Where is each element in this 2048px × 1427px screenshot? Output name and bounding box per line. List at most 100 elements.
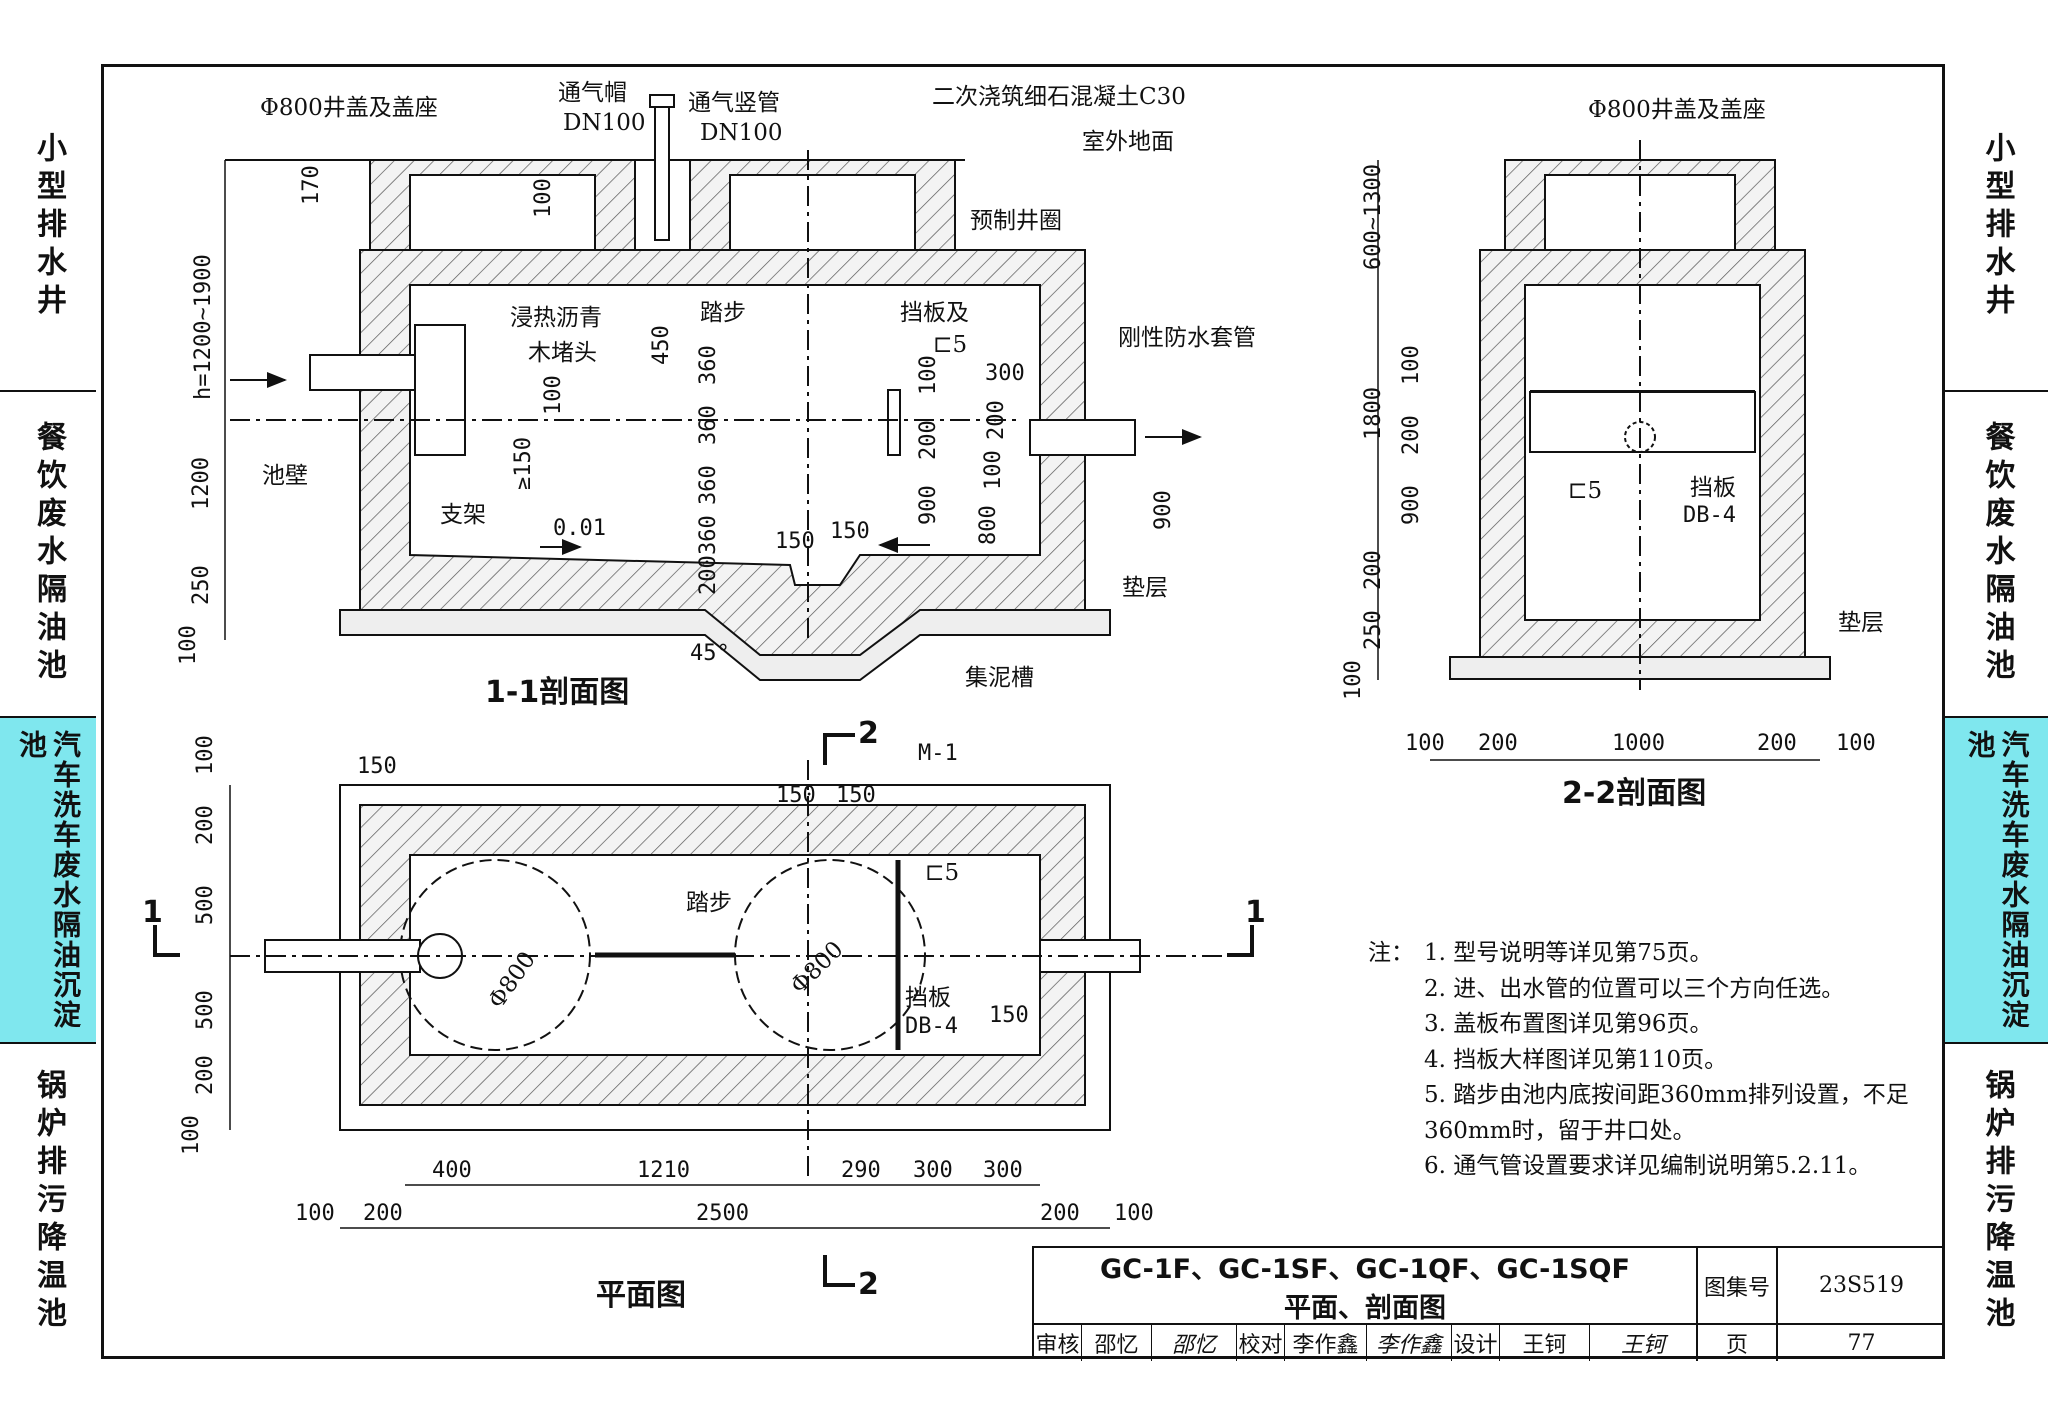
label-wall: 池壁 xyxy=(262,463,308,489)
section-2-2-labels: Φ800井盖及盖座 600~1300 1800 100 200 900 200 … xyxy=(1341,97,1884,811)
label-support: 支架 xyxy=(440,502,486,528)
checker-signature: 李作鑫 xyxy=(1367,1325,1452,1361)
sidebar-item-drain-well[interactable]: 小型排水井 xyxy=(1945,64,2048,390)
dim-label: 300 xyxy=(913,1158,953,1183)
sidebar-item-carwash[interactable]: 汽车洗车废水隔油沉淀池 xyxy=(1945,716,2048,1042)
dim-label: 150 xyxy=(775,529,815,554)
title-section-1-1: 1-1剖面图 xyxy=(485,675,629,710)
dim-label: 1000 xyxy=(1612,731,1665,756)
dimension-lines xyxy=(224,160,1820,1229)
atlas-label: 图集号 xyxy=(1698,1248,1778,1325)
dim-label: 900 xyxy=(1151,490,1176,530)
dim-label: 360 xyxy=(696,515,721,555)
cut-mark-1-left xyxy=(153,925,180,957)
notes-heading: 注： xyxy=(1368,940,1414,966)
label-sump: 集泥槽 xyxy=(965,665,1034,691)
cut-mark-2-bottom xyxy=(823,1255,855,1287)
dim-label: 100 xyxy=(295,1201,335,1226)
section-1-1 xyxy=(225,94,1136,681)
dim-label: 150 xyxy=(989,1003,1029,1028)
dim-label: 450 xyxy=(649,325,674,365)
dim-label: 100 xyxy=(176,625,201,665)
label-cover: Φ800井盖及盖座 xyxy=(260,95,438,121)
dim-label: 200 xyxy=(916,420,941,460)
dim-label: 400 xyxy=(432,1158,472,1183)
page-label: 页 xyxy=(1698,1325,1778,1361)
label-concrete: 二次浇筑细石混凝土C30 xyxy=(932,84,1186,110)
dim-label: 150 xyxy=(357,754,397,779)
dim-label: 360 xyxy=(696,465,721,505)
label-cushion: 垫层 xyxy=(1122,575,1168,601)
label-vent-cap: 通气帽 xyxy=(558,80,627,106)
dim-label: 200 xyxy=(696,555,721,595)
sidebar-label: 餐饮废水隔油池 xyxy=(31,421,66,687)
label-baffle-code-plan: DB-4 xyxy=(905,1014,958,1039)
dim-label: 100 xyxy=(1341,660,1366,700)
tank-cavity xyxy=(409,284,1041,586)
dim-label: 100 xyxy=(916,355,941,395)
dim-label: 150 xyxy=(776,783,816,808)
label-range-22: 600~1300 xyxy=(1361,164,1386,270)
page-number: 77 xyxy=(1847,1330,1876,1356)
dim-label: 170 xyxy=(299,165,324,205)
label-cover-22: Φ800井盖及盖座 xyxy=(1588,97,1766,123)
section-2-2 xyxy=(1449,140,1831,690)
note-item: 6. 通气管设置要求详见编制说明第5.2.11。 xyxy=(1424,1153,1872,1179)
label-bitumen: 浸热沥青 xyxy=(510,305,602,331)
dim-label: 100 xyxy=(981,450,1006,490)
sidebar-item-restaurant-oil[interactable]: 餐饮废水隔油池 xyxy=(0,390,96,716)
baffle xyxy=(887,389,901,456)
cut-mark-1-right xyxy=(1227,925,1254,957)
label-baffle-c5: ⊏5 xyxy=(933,332,967,358)
label-vent-pipe: 通气竖管 xyxy=(688,90,780,116)
sidebar-item-restaurant-oil[interactable]: 餐饮废水隔油池 xyxy=(1945,390,2048,716)
label-c5-22: ⊏5 xyxy=(1568,478,1602,504)
title-block: GC-1F、GC-1SF、GC-1QF、GC-1SQF 平面、剖面图 图集号 2… xyxy=(1032,1246,1945,1361)
note-item: 2. 进、出水管的位置可以三个方向任选。 xyxy=(1424,975,1845,1002)
reviewer: 邵忆 xyxy=(1082,1325,1152,1361)
note-item: 1. 型号说明等详见第75页。 xyxy=(1424,940,1713,966)
dim-label: 200 xyxy=(1361,550,1386,590)
sidebar-label: 锅炉排污降温池 xyxy=(1979,1068,2015,1335)
dim-label: 200 xyxy=(1757,731,1797,756)
design-label: 设计 xyxy=(1452,1325,1500,1361)
dim-label: 100 xyxy=(1405,731,1445,756)
label-ge150: ≥150 xyxy=(511,437,536,490)
dim-label: 360 xyxy=(696,345,721,385)
left-sidebar: 小型排水井 餐饮废水隔油池 汽车洗车废水隔油沉淀池 锅炉排污降温池 xyxy=(0,64,97,1359)
notes: 注： 1. 型号说明等详见第75页。 2. 进、出水管的位置可以三个方向任选。 … xyxy=(1368,936,1984,1185)
dim-label: 290 xyxy=(841,1158,881,1183)
inlet-pipe xyxy=(309,354,426,391)
dim-label: 250 xyxy=(189,565,214,605)
dim-label: 150 xyxy=(836,783,876,808)
sidebar-label: 小型排水井 xyxy=(31,132,66,322)
designer-signature: 王钶 xyxy=(1590,1325,1698,1361)
sidebar-item-carwash[interactable]: 汽车洗车废水隔油沉淀池 xyxy=(0,716,96,1042)
title-plan: 平面图 xyxy=(596,1278,686,1313)
label-sleeve: 刚性防水套管 xyxy=(1118,325,1256,351)
sidebar-label: 小型排水井 xyxy=(1979,132,2015,322)
checker: 李作鑫 xyxy=(1285,1325,1367,1361)
title-section-2-2: 2-2剖面图 xyxy=(1562,776,1706,811)
label-step-plan: 踏步 xyxy=(686,890,732,916)
check-label: 校对 xyxy=(1237,1325,1285,1361)
cushion-layer xyxy=(339,609,1111,681)
drawing-models: GC-1F、GC-1SF、GC-1QF、GC-1SQF xyxy=(1100,1253,1630,1285)
label-ground: 室外地面 xyxy=(1082,129,1174,155)
dim-label: 100 xyxy=(531,178,556,218)
label-baffle-plan: 挡板 xyxy=(905,985,951,1011)
cut-1-left: 1 xyxy=(142,895,163,930)
dim-label: 200 xyxy=(984,400,1009,440)
dim-label: 150 xyxy=(830,519,870,544)
dim-label: 100 xyxy=(541,375,566,415)
dim-label: 100 xyxy=(1114,1201,1154,1226)
dim-label: 1210 xyxy=(637,1158,690,1183)
sidebar-item-boiler[interactable]: 锅炉排污降温池 xyxy=(0,1042,96,1359)
sidebar-item-drain-well[interactable]: 小型排水井 xyxy=(0,64,96,390)
label-baffle-22: 挡板 xyxy=(1690,475,1736,501)
note-item: 4. 挡板大样图详见第110页。 xyxy=(1424,1046,1728,1073)
section-1-1-labels: Φ800井盖及盖座 通气帽 DN100 通气竖管 DN100 二次浇筑细石混凝土… xyxy=(176,80,1256,710)
title-cell: GC-1F、GC-1SF、GC-1QF、GC-1SQF 平面、剖面图 xyxy=(1034,1248,1698,1325)
sidebar-item-boiler[interactable]: 锅炉排污降温池 xyxy=(1945,1042,2048,1359)
